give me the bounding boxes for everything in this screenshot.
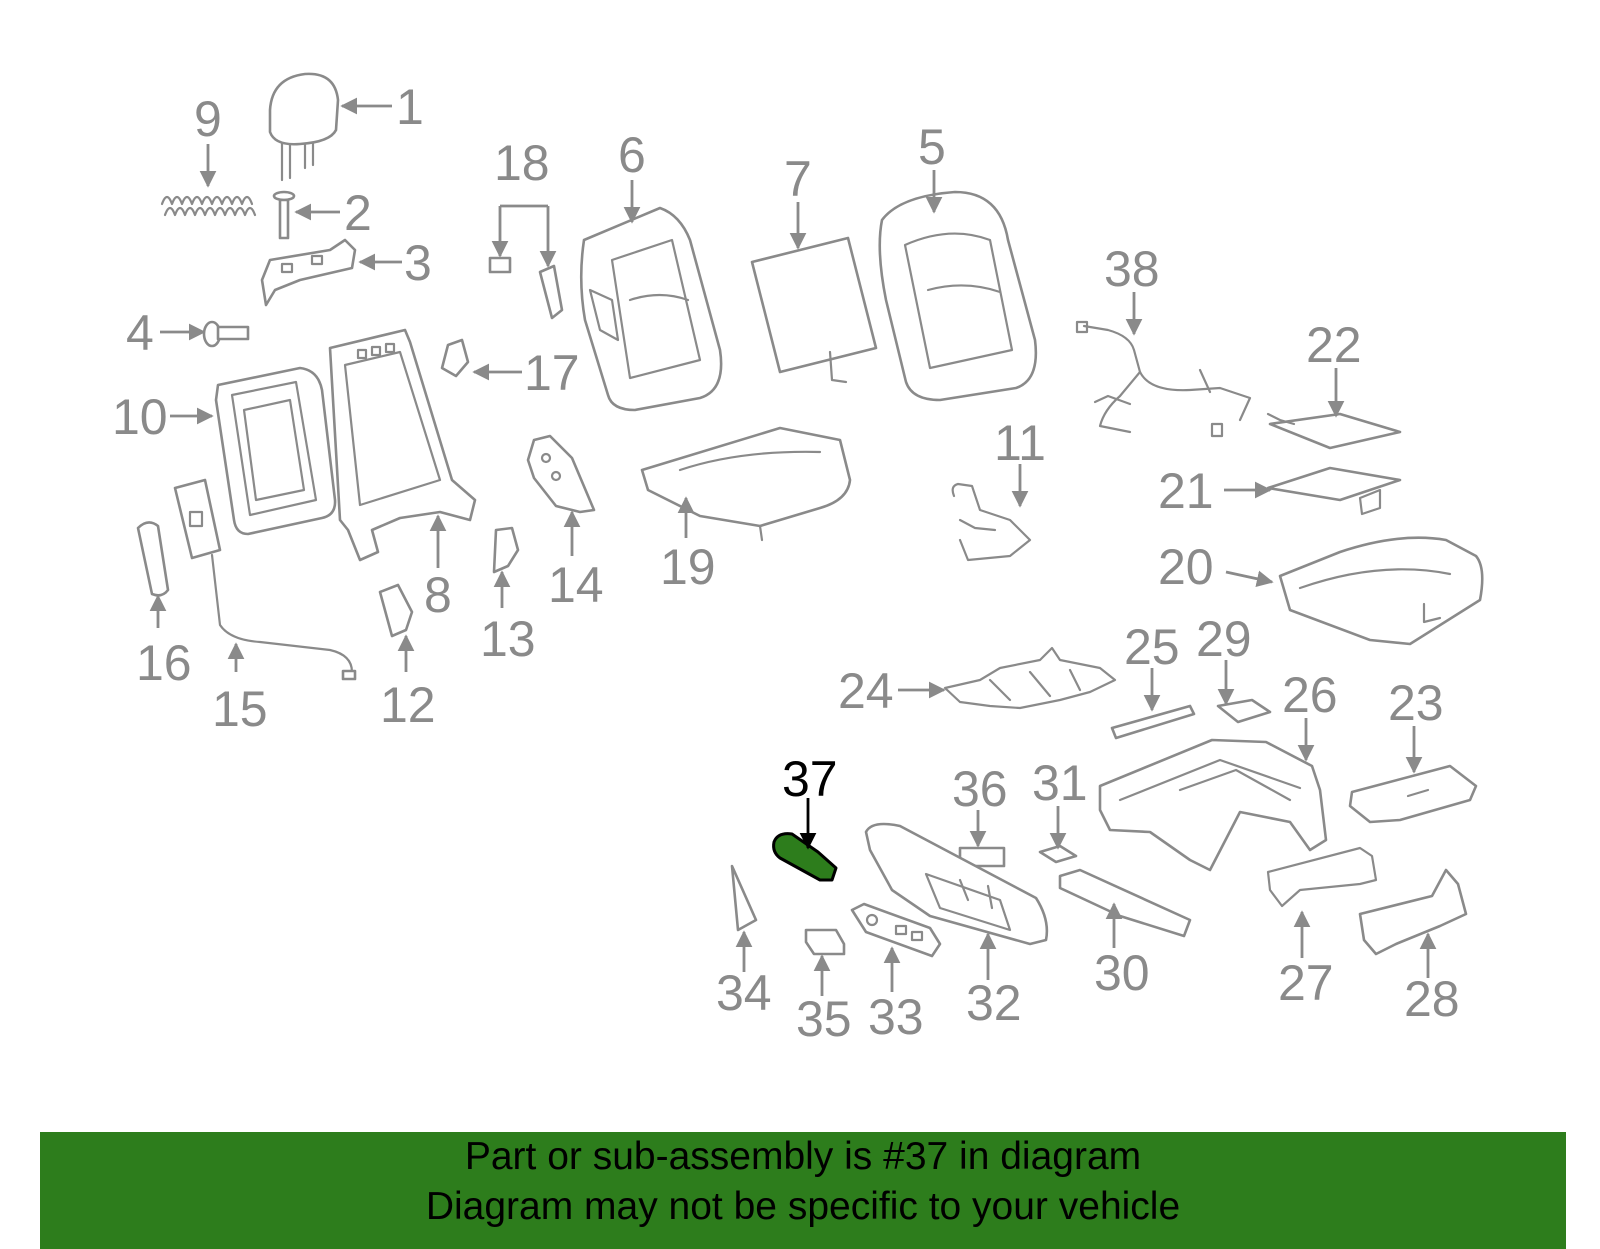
callout-8: 8 (424, 567, 452, 623)
part-37-handle-highlighted[interactable] (772, 832, 838, 882)
callout-24: 24 (838, 663, 894, 719)
callout-29: 29 (1196, 611, 1252, 667)
part-15-heater-element[interactable] (173, 478, 357, 681)
callout-37-highlighted: 37 (782, 751, 838, 807)
callout-30: 30 (1094, 945, 1150, 1001)
callout-23: 23 (1388, 675, 1444, 731)
part-26-seat-track[interactable] (1098, 738, 1328, 872)
part-8-seatback-frame[interactable] (328, 328, 477, 562)
callout-25: 25 (1124, 619, 1180, 675)
callout-26: 26 (1282, 667, 1338, 723)
callout-11: 11 (994, 415, 1046, 471)
callout-15: 15 (212, 681, 268, 737)
callout-6: 6 (618, 127, 646, 183)
part-5-seatback-cushion[interactable] (878, 190, 1038, 402)
part-18-clips[interactable] (488, 256, 564, 320)
part-13-cover[interactable] (492, 526, 520, 574)
callout-38: 38 (1104, 241, 1160, 297)
part-2-guide-pin[interactable] (272, 190, 296, 240)
part-4-bolt[interactable] (202, 320, 250, 348)
callout-labels: 1 9 2 3 4 10 17 18 6 7 5 38 22 21 20 11 … (112, 79, 1460, 1047)
callout-1: 1 (396, 79, 424, 135)
part-27-bracket[interactable] (1266, 846, 1378, 908)
callout-10: 10 (112, 389, 168, 445)
part-32-side-panel[interactable] (864, 822, 1049, 946)
banner-line-part-number: Part or sub-assembly is #37 in diagram (464, 1135, 1142, 1178)
part-30-bar[interactable] (1058, 868, 1192, 938)
part-6-seatback-cover[interactable] (579, 206, 723, 412)
part-11-bracket[interactable] (951, 482, 1032, 562)
callout-22: 22 (1306, 317, 1362, 373)
part-9-spring[interactable] (160, 195, 257, 217)
part-17-clip[interactable] (440, 338, 470, 378)
callout-20: 20 (1158, 539, 1214, 595)
part-22-heater-pad[interactable] (1266, 412, 1402, 450)
callout-14: 14 (548, 557, 604, 613)
callout-4: 4 (126, 305, 154, 361)
callout-16: 16 (136, 635, 192, 691)
callout-21: 21 (1158, 463, 1214, 519)
callout-3: 3 (404, 235, 432, 291)
callout-2: 2 (344, 185, 372, 241)
info-banner: Part or sub-assembly is #37 in diagram D… (40, 1132, 1566, 1249)
part-1-headrest[interactable] (268, 72, 340, 182)
part-drawings (136, 72, 1484, 958)
callout-33: 33 (868, 989, 924, 1045)
callout-13: 13 (480, 611, 536, 667)
part-23-side-shield[interactable] (1348, 764, 1478, 824)
part-38-wiring-harness[interactable] (1075, 320, 1252, 438)
callout-34: 34 (716, 965, 772, 1021)
callout-35: 35 (796, 991, 852, 1047)
callout-28: 28 (1404, 971, 1460, 1027)
part-10-seatback-panel[interactable] (214, 366, 337, 536)
callout-19: 19 (660, 539, 716, 595)
callout-36: 36 (952, 761, 1008, 817)
part-34-trim[interactable] (730, 864, 758, 932)
callout-31: 31 (1032, 755, 1088, 811)
callout-18: 18 (494, 135, 550, 191)
part-12-trim-cover[interactable] (378, 583, 414, 638)
part-20-seat-cushion[interactable] (1278, 536, 1484, 646)
part-14-bracket[interactable] (526, 434, 596, 514)
part-16-side-trim[interactable] (136, 521, 170, 597)
part-19-seat-cushion-cover[interactable] (640, 426, 852, 542)
callout-27: 27 (1278, 955, 1334, 1011)
callout-9: 9 (194, 91, 222, 147)
part-35-knob[interactable] (804, 928, 846, 956)
part-24-seat-frame-wire[interactable] (943, 646, 1117, 710)
part-3-bracket[interactable] (260, 238, 357, 307)
part-31-pad[interactable] (1038, 844, 1078, 864)
part-25-rod[interactable] (1110, 704, 1196, 740)
callout-5: 5 (918, 119, 946, 175)
part-28-bracket[interactable] (1358, 868, 1468, 956)
callout-7: 7 (784, 151, 812, 207)
callout-32: 32 (966, 975, 1022, 1031)
callout-12: 12 (380, 677, 436, 733)
part-33-switch-bezel[interactable] (850, 902, 942, 958)
leader-arrows (149, 97, 1437, 996)
part-21-heater-pad[interactable] (1266, 466, 1402, 516)
banner-line-disclaimer: Diagram may not be specific to your vehi… (425, 1185, 1181, 1228)
part-7-seatback-pad[interactable] (750, 236, 878, 384)
callout-17: 17 (524, 345, 580, 401)
